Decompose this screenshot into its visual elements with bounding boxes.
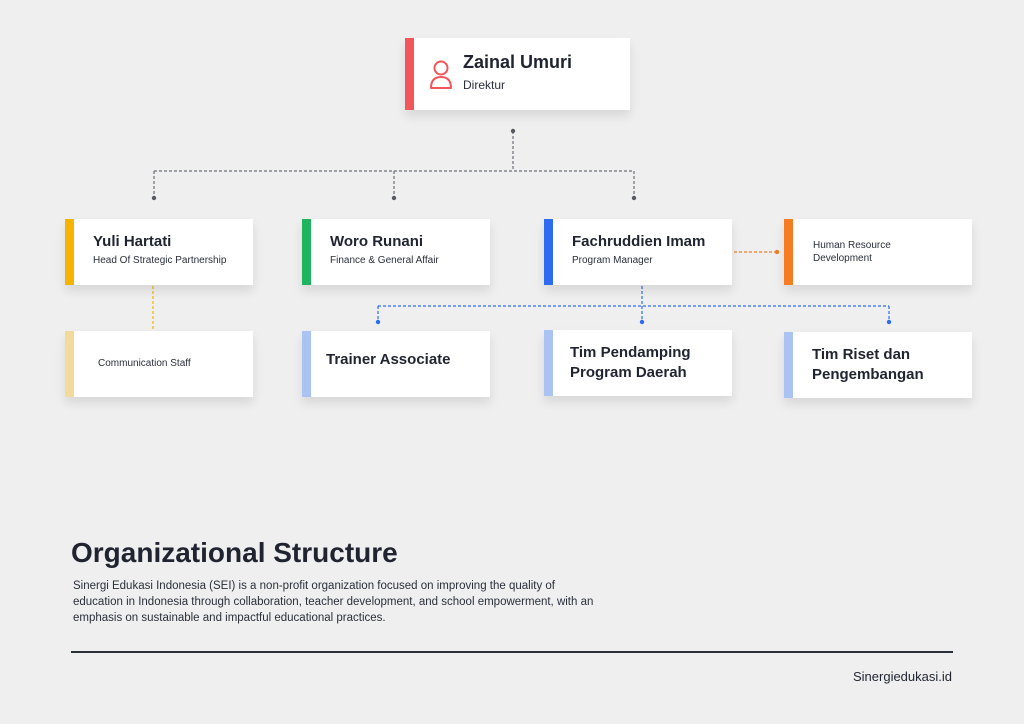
- director-card: Zainal Umuri Direktur: [405, 38, 630, 110]
- website-label: Sinergiedukasi.id: [852, 669, 952, 684]
- member-role: Head Of Strategic Partnership: [93, 255, 227, 266]
- accent-bar: [784, 219, 793, 285]
- divider: [71, 651, 953, 653]
- program-manager-card: Fachruddien Imam Program Manager: [544, 219, 732, 285]
- research-team-card: Tim Riset dan Pengembangan: [784, 332, 972, 398]
- unit-role: Communication Staff: [98, 358, 191, 369]
- director-accent-bar: [405, 38, 414, 110]
- accent-bar: [65, 219, 74, 285]
- communication-staff-card: Communication Staff: [65, 331, 253, 397]
- accent-bar: [302, 219, 311, 285]
- member-name: Fachruddien Imam: [572, 233, 706, 250]
- director-role: Direktur: [463, 78, 506, 92]
- unit-name: Trainer Associate: [326, 351, 451, 368]
- program-connector: [377, 286, 890, 321]
- connector-dot: [391, 195, 397, 201]
- connector-dot: [151, 195, 157, 201]
- accent-bar: [784, 332, 793, 398]
- director-name: Zainal Umuri: [463, 52, 573, 72]
- connector-dot: [886, 319, 892, 325]
- member-name: Woro Runani: [330, 233, 424, 250]
- finance-card: Woro Runani Finance & General Affair: [302, 219, 490, 285]
- page-title: Organizational Structure: [71, 537, 398, 568]
- unit-name: Tim Riset dan Pengembangan: [812, 346, 924, 383]
- connector-dot: [774, 249, 780, 255]
- connector-dot: [631, 195, 637, 201]
- partnership-head-card: Yuli Hartati Head Of Strategic Partnersh…: [65, 219, 253, 285]
- accent-bar: [544, 330, 553, 396]
- director-connector: [153, 131, 635, 198]
- organization-description: Sinergi Edukasi Indonesia (SEI) is a non…: [73, 580, 594, 624]
- member-name: Yuli Hartati: [93, 233, 172, 250]
- member-role: Finance & General Affair: [330, 255, 439, 266]
- connector-dot: [375, 319, 381, 325]
- member-role: Program Manager: [572, 255, 653, 266]
- connector-dot: [510, 128, 516, 134]
- unit-role: Human Resource Development: [813, 240, 891, 264]
- program-team-card: Tim Pendamping Program Daerah: [544, 330, 732, 396]
- accent-bar: [544, 219, 553, 285]
- hrd-card: Human Resource Development: [784, 219, 972, 285]
- accent-bar: [302, 331, 311, 397]
- connector-dot: [639, 319, 645, 325]
- unit-name: Tim Pendamping Program Daerah: [570, 344, 691, 381]
- accent-bar: [65, 331, 74, 397]
- user-icon: [430, 60, 452, 89]
- trainer-associate-card: Trainer Associate: [302, 331, 490, 397]
